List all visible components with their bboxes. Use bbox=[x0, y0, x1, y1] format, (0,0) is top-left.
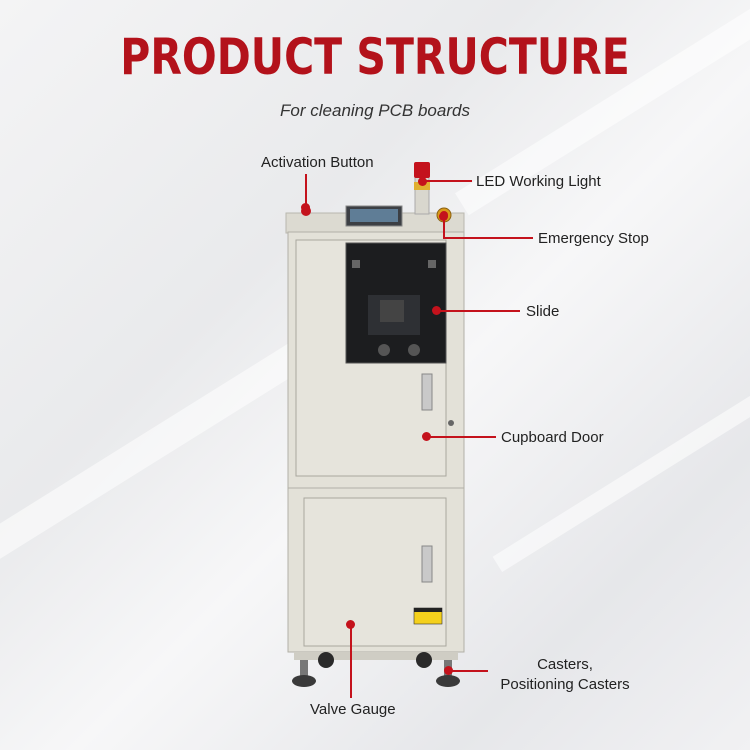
callout-line-casters bbox=[450, 670, 488, 672]
callout-line-valve bbox=[350, 626, 352, 698]
callout-line-emergency-h bbox=[443, 237, 533, 239]
label-emergency-stop: Emergency Stop bbox=[538, 230, 649, 247]
door-handle bbox=[421, 373, 433, 411]
callout-dot-valve bbox=[346, 620, 355, 629]
label-casters-line1: Casters, bbox=[537, 656, 593, 673]
caster-right bbox=[436, 675, 460, 687]
callout-dot-activation bbox=[301, 203, 310, 212]
caster-left bbox=[292, 675, 316, 687]
callout-line-activation bbox=[305, 174, 307, 208]
label-cupboard-door: Cupboard Door bbox=[501, 429, 604, 446]
label-casters-line2: Positioning Casters bbox=[500, 676, 630, 693]
callout-line-cupboard bbox=[428, 436, 496, 438]
page-title: PRODUCT STRUCTURE bbox=[120, 28, 630, 86]
label-slide: Slide bbox=[526, 303, 560, 320]
callout-dot-cupboard bbox=[422, 432, 431, 441]
label-valve-gauge: Valve Gauge bbox=[310, 701, 396, 718]
callout-line-slide bbox=[438, 310, 520, 312]
callout-line-led bbox=[426, 180, 472, 182]
callout-dot-slide bbox=[432, 306, 441, 315]
callout-dot-led bbox=[418, 177, 427, 186]
page-subtitle: For cleaning PCB boards bbox=[280, 101, 470, 120]
label-casters: Casters, Positioning Casters bbox=[495, 655, 635, 695]
callout-dot-casters bbox=[444, 666, 453, 675]
machine-base bbox=[294, 652, 458, 660]
label-activation-button: Activation Button bbox=[261, 154, 374, 171]
callout-line-emergency-v bbox=[443, 216, 445, 238]
label-led-working-light: LED Working Light bbox=[476, 173, 601, 190]
